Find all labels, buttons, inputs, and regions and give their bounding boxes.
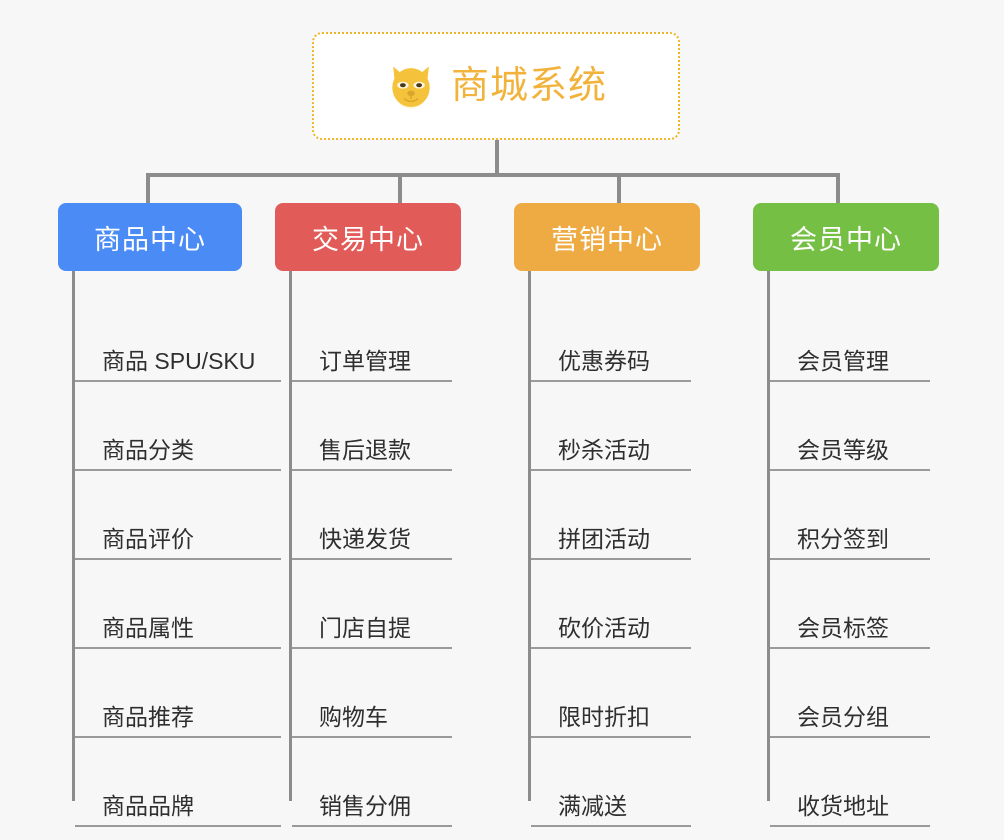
- connector-root-drop: [495, 140, 499, 176]
- leaf-list-会员中心: 会员管理 会员等级 积分签到 会员标签 会员分组: [753, 271, 972, 827]
- branch-header-交易中心[interactable]: 交易中心: [275, 203, 461, 271]
- leaf-item[interactable]: 商品分类: [72, 382, 281, 471]
- leaf-item[interactable]: 会员管理: [767, 293, 972, 382]
- leaf-underline: [531, 736, 691, 738]
- leaf-label: 优惠券码: [558, 348, 650, 374]
- leaf-item[interactable]: 积分签到: [767, 471, 972, 560]
- branch-column-会员中心: 会员中心 会员管理 会员等级 积分签到 会员标签: [753, 203, 972, 827]
- leaf-item[interactable]: 订单管理: [289, 293, 494, 382]
- branch-header-商品中心[interactable]: 商品中心: [58, 203, 242, 271]
- leaf-underline: [292, 469, 452, 471]
- leaf-underline: [75, 736, 281, 738]
- leaf-item[interactable]: 商品评价: [72, 471, 281, 560]
- leaf-item[interactable]: 购物车: [289, 649, 494, 738]
- leaf-underline: [770, 647, 930, 649]
- leaf-list-营销中心: 优惠券码 秒杀活动 拼团活动 砍价活动 限时折扣: [514, 271, 733, 827]
- leaf-item[interactable]: 砍价活动: [528, 560, 733, 649]
- leaf-underline: [770, 380, 930, 382]
- leaf-list-商品中心: 商品 SPU/SKU 商品分类 商品评价 商品属性 商品推荐: [58, 271, 281, 827]
- branch-header-会员中心[interactable]: 会员中心: [753, 203, 939, 271]
- leaf-underline: [75, 380, 281, 382]
- leaf-label: 购物车: [319, 704, 388, 730]
- shiba-dog-face-icon: [385, 60, 437, 112]
- branch-header-label: 会员中心: [790, 224, 902, 255]
- leaf-underline: [75, 825, 281, 827]
- leaf-label: 商品分类: [102, 437, 194, 463]
- leaf-item[interactable]: 会员等级: [767, 382, 972, 471]
- leaf-item[interactable]: 会员分组: [767, 649, 972, 738]
- branch-column-营销中心: 营销中心 优惠券码 秒杀活动 拼团活动 砍价活动: [514, 203, 733, 827]
- leaf-underline: [292, 380, 452, 382]
- leaf-underline: [75, 558, 281, 560]
- leaf-item[interactable]: 商品推荐: [72, 649, 281, 738]
- root-node-商城系统[interactable]: 商城系统: [312, 32, 680, 140]
- leaf-underline: [292, 736, 452, 738]
- root-title: 商城系统: [450, 65, 607, 107]
- leaf-label: 销售分佣: [319, 793, 411, 819]
- leaf-label: 收货地址: [797, 793, 889, 819]
- leaf-underline: [770, 825, 930, 827]
- leaf-underline: [531, 380, 691, 382]
- leaf-underline: [770, 558, 930, 560]
- branch-header-label: 营销中心: [551, 224, 663, 255]
- leaf-label: 会员等级: [797, 437, 889, 463]
- leaf-label: 门店自提: [319, 615, 411, 641]
- leaf-item[interactable]: 限时折扣: [528, 649, 733, 738]
- leaf-item[interactable]: 商品 SPU/SKU: [72, 293, 281, 382]
- leaf-label: 商品属性: [102, 615, 194, 641]
- leaf-item[interactable]: 快递发货: [289, 471, 494, 560]
- leaf-underline: [292, 825, 452, 827]
- leaf-item[interactable]: 售后退款: [289, 382, 494, 471]
- leaf-label: 积分签到: [797, 526, 889, 552]
- leaf-label: 商品评价: [102, 526, 194, 552]
- leaf-item[interactable]: 拼团活动: [528, 471, 733, 560]
- leaf-label: 拼团活动: [558, 526, 650, 552]
- leaf-underline: [770, 736, 930, 738]
- leaf-underline: [531, 825, 691, 827]
- branch-column-商品中心: 商品中心 商品 SPU/SKU 商品分类 商品评价 商品属性: [58, 203, 281, 827]
- leaf-item[interactable]: 销售分佣: [289, 738, 494, 827]
- leaf-underline: [75, 647, 281, 649]
- leaf-item[interactable]: 商品品牌: [72, 738, 281, 827]
- leaf-item[interactable]: 会员标签: [767, 560, 972, 649]
- leaf-label: 商品 SPU/SKU: [102, 348, 256, 374]
- leaf-label: 商品推荐: [102, 704, 194, 730]
- leaf-underline: [531, 558, 691, 560]
- leaf-label: 订单管理: [319, 348, 411, 374]
- leaf-label: 售后退款: [319, 437, 411, 463]
- branch-header-label: 交易中心: [312, 224, 424, 255]
- leaf-underline: [292, 558, 452, 560]
- leaf-label: 会员分组: [797, 704, 889, 730]
- leaf-underline: [770, 469, 930, 471]
- leaf-label: 秒杀活动: [558, 437, 650, 463]
- leaf-label: 限时折扣: [558, 704, 650, 730]
- connector-drop-branch-1: [398, 173, 402, 205]
- connector-horizontal-bus: [146, 173, 840, 177]
- leaf-item[interactable]: 满减送: [528, 738, 733, 827]
- leaf-label: 快递发货: [319, 526, 411, 552]
- leaf-item[interactable]: 收货地址: [767, 738, 972, 827]
- branch-column-交易中心: 交易中心 订单管理 售后退款 快递发货 门店自提: [275, 203, 494, 827]
- leaf-item[interactable]: 优惠券码: [528, 293, 733, 382]
- connector-drop-branch-2: [617, 173, 621, 205]
- branch-header-营销中心[interactable]: 营销中心: [514, 203, 700, 271]
- connector-drop-branch-3: [836, 173, 840, 205]
- leaf-underline: [75, 469, 281, 471]
- branch-columns: 商品中心 商品 SPU/SKU 商品分类 商品评价 商品属性: [0, 203, 1004, 827]
- leaf-item[interactable]: 门店自提: [289, 560, 494, 649]
- leaf-label: 会员标签: [797, 615, 889, 641]
- leaf-underline: [292, 647, 452, 649]
- branch-header-label: 商品中心: [94, 224, 206, 255]
- leaf-item[interactable]: 秒杀活动: [528, 382, 733, 471]
- leaf-label: 满减送: [558, 793, 627, 819]
- leaf-item[interactable]: 商品属性: [72, 560, 281, 649]
- leaf-underline: [531, 469, 691, 471]
- leaf-list-交易中心: 订单管理 售后退款 快递发货 门店自提 购物车: [275, 271, 494, 827]
- leaf-label: 会员管理: [797, 348, 889, 374]
- leaf-underline: [531, 647, 691, 649]
- leaf-label: 商品品牌: [102, 793, 194, 819]
- connector-drop-branch-0: [146, 173, 150, 205]
- leaf-label: 砍价活动: [558, 615, 650, 641]
